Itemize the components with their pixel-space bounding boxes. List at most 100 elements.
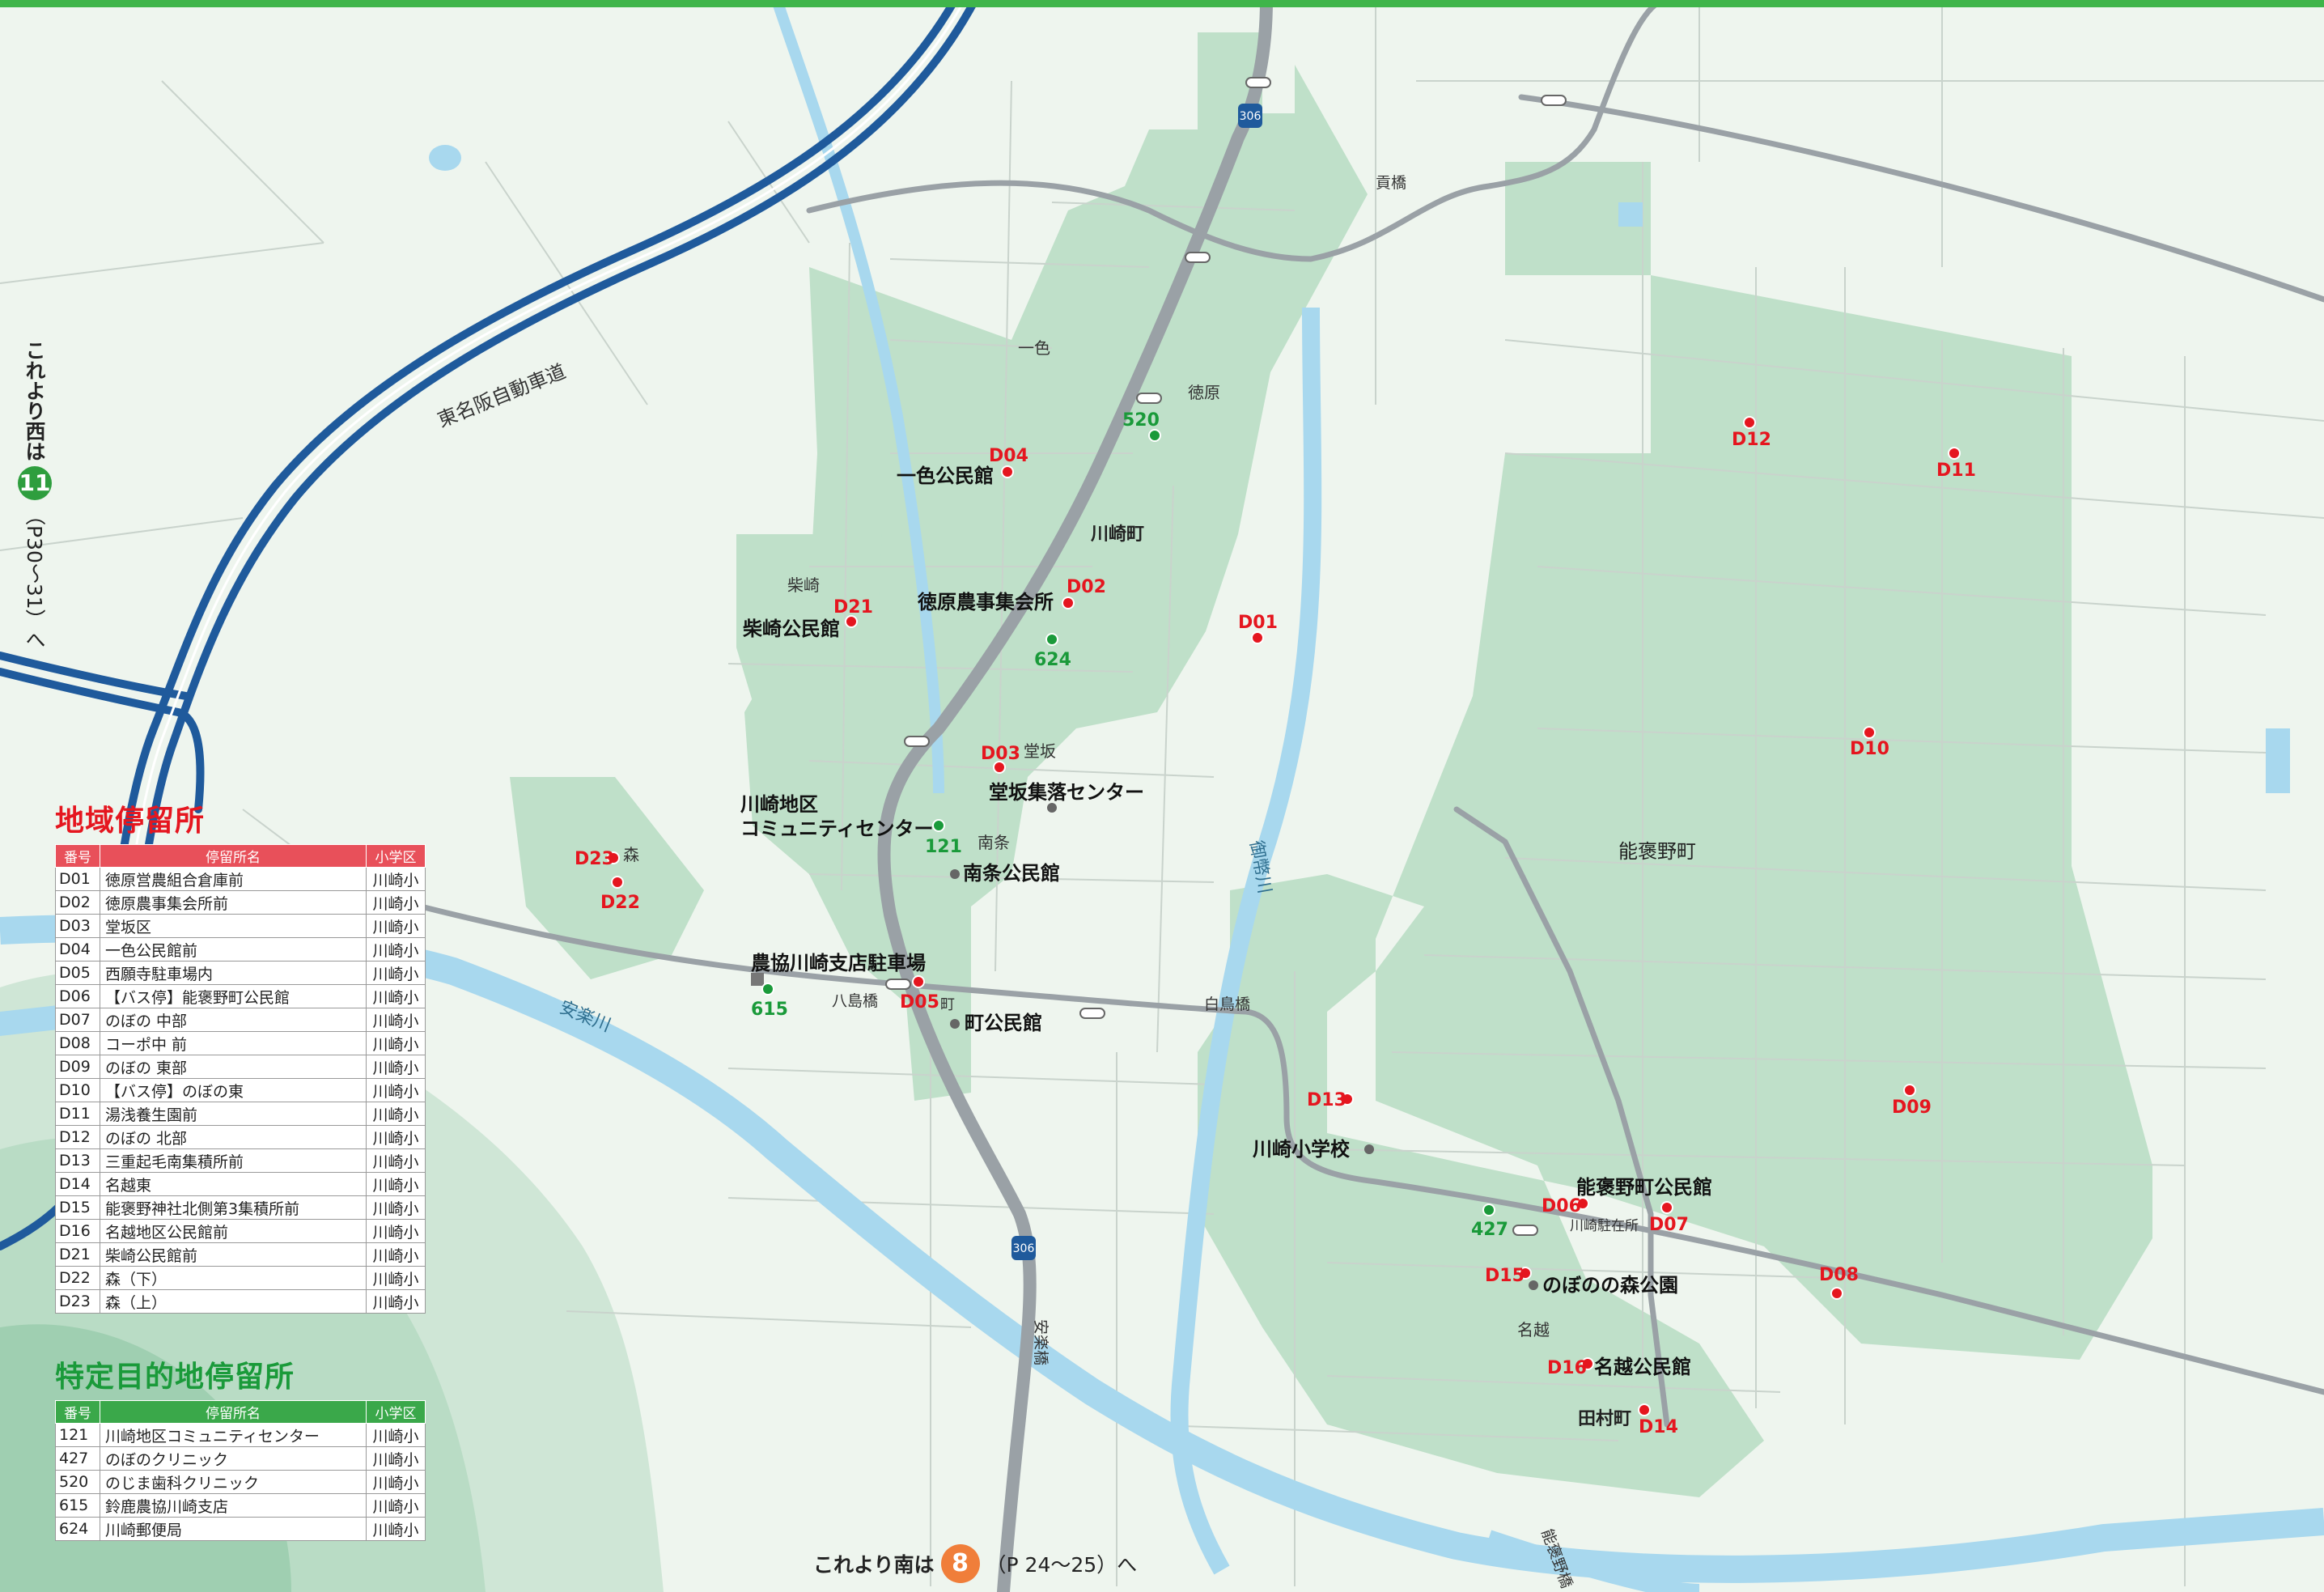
- stop-D14[interactable]: D14: [1638, 1403, 1678, 1437]
- special-stops-title: 特定目的地停留所: [55, 1361, 295, 1394]
- landmark-dot: [950, 1019, 960, 1029]
- school-district: 川崎小: [366, 1266, 426, 1290]
- stop-name: 名越地区公民館前: [100, 1219, 367, 1243]
- landmark-nagoshi-hall: 名越公民館: [1594, 1356, 1691, 1378]
- stop-number: 615: [55, 1493, 100, 1518]
- district-nabono-north: [1505, 162, 1651, 275]
- stop-D23[interactable]: D23: [575, 849, 620, 869]
- page-11-badge[interactable]: 11: [18, 466, 52, 500]
- stop-D16[interactable]: D16: [1547, 1357, 1594, 1378]
- stop-name: のぼの 中部: [100, 1008, 367, 1032]
- stop-number: D06: [55, 984, 100, 1008]
- school-district: 川崎小: [366, 1446, 426, 1471]
- svg-text:121: 121: [925, 837, 962, 857]
- special-table-header: 番号 停留所名 小学区: [55, 1400, 426, 1424]
- landmark-isshiki-hall: 一色公民館: [897, 465, 994, 487]
- svg-text:D22: D22: [600, 893, 640, 913]
- stop-number: D02: [55, 890, 100, 915]
- svg-text:D16: D16: [1547, 1358, 1587, 1378]
- stop-number: 624: [55, 1517, 100, 1541]
- school-district: 川崎小: [366, 1195, 426, 1220]
- school-district: 川崎小: [366, 1517, 426, 1541]
- school-district: 川崎小: [366, 961, 426, 985]
- stop-D13[interactable]: D13: [1307, 1090, 1354, 1110]
- landmark-dot: [950, 869, 960, 879]
- stop-D02[interactable]: D02: [1062, 577, 1106, 609]
- school-district: 川崎小: [366, 1008, 426, 1032]
- stop-D03[interactable]: D03: [981, 744, 1020, 774]
- stop-number: D01: [55, 867, 100, 891]
- pond-west: [0, 1004, 73, 1036]
- south-note-ref: （P 24〜25）へ: [986, 1553, 1138, 1577]
- school-district: 川崎小: [366, 914, 426, 938]
- stop-name: のぼの 北部: [100, 1125, 367, 1149]
- stop-D11[interactable]: D11: [1936, 447, 1976, 481]
- stop-name: 森（上）: [100, 1289, 367, 1314]
- stop-number: D15: [55, 1195, 100, 1220]
- stop-624[interactable]: 624: [1034, 633, 1071, 670]
- pond-east: [2266, 728, 2290, 793]
- landmark-community-line1: 川崎地区: [740, 793, 818, 816]
- svg-text:D02: D02: [1067, 577, 1106, 597]
- stop-D04[interactable]: D04: [989, 446, 1028, 478]
- col-stop-name: 停留所名: [100, 1400, 367, 1424]
- stop-D22[interactable]: D22: [600, 876, 640, 913]
- landmark-community-line2: コミュニティセンター: [740, 817, 934, 840]
- stop-D12[interactable]: D12: [1732, 416, 1771, 450]
- stop-D06[interactable]: D06: [1542, 1196, 1589, 1216]
- stop-D05[interactable]: D05: [900, 975, 939, 1013]
- place-cho: 町: [940, 996, 955, 1013]
- stop-name: 【バス停】能褒野町公民館: [100, 984, 367, 1008]
- west-page-reference: これより西は 11 （P30〜31）へ: [18, 340, 52, 650]
- svg-text:306: 306: [1240, 110, 1262, 123]
- stop-number: D03: [55, 914, 100, 938]
- school-district: 川崎小: [366, 1470, 426, 1494]
- stop-number: D09: [55, 1055, 100, 1079]
- svg-text:D15: D15: [1485, 1266, 1525, 1286]
- stop-name: のぼのクリニック: [100, 1446, 367, 1471]
- nabono-river: [1486, 1530, 1700, 1592]
- stop-D08[interactable]: D08: [1819, 1265, 1859, 1300]
- place-nanjo: 南条: [978, 833, 1010, 852]
- landmark-kawasaki-school: 川崎小学校: [1253, 1138, 1351, 1161]
- stop-D15[interactable]: D15: [1485, 1266, 1532, 1286]
- stop-number: D12: [55, 1125, 100, 1149]
- stop-D01[interactable]: D01: [1238, 613, 1278, 644]
- stop-520[interactable]: 520: [1122, 410, 1161, 442]
- stop-number: D05: [55, 961, 100, 985]
- col-number: 番号: [55, 1400, 100, 1424]
- regional-stops-title: 地域停留所: [55, 804, 206, 838]
- table-row: D10【バス停】のぼの東川崎小: [55, 1078, 426, 1102]
- page-8-badge[interactable]: 8: [940, 1544, 980, 1583]
- stop-D09[interactable]: D09: [1892, 1084, 1932, 1118]
- stop-D07[interactable]: D07: [1649, 1201, 1689, 1235]
- stop-D10[interactable]: D10: [1850, 726, 1889, 759]
- school-district: 川崎小: [366, 1031, 426, 1055]
- bridge-mitsugi: 貢橋: [1376, 174, 1406, 192]
- stop-name: 一色公民館前: [100, 937, 367, 962]
- place-shibazaki: 柴崎: [787, 575, 820, 595]
- school-district: 川崎小: [366, 1102, 426, 1126]
- stop-number: D16: [55, 1219, 100, 1243]
- landmark-ja-parking: 農協川崎支店駐車場: [751, 952, 926, 974]
- stop-615[interactable]: 615: [751, 983, 788, 1020]
- svg-text:D01: D01: [1238, 613, 1278, 633]
- svg-text:D12: D12: [1732, 430, 1771, 450]
- stop-name: 徳原営農組合倉庫前: [100, 867, 367, 891]
- stop-D21[interactable]: D21: [833, 597, 873, 628]
- stop-121[interactable]: 121: [925, 819, 962, 857]
- school-district: 川崎小: [366, 1219, 426, 1243]
- district-mori: [510, 777, 704, 979]
- stop-427[interactable]: 427: [1471, 1204, 1508, 1240]
- expressway-center: [108, 0, 966, 1134]
